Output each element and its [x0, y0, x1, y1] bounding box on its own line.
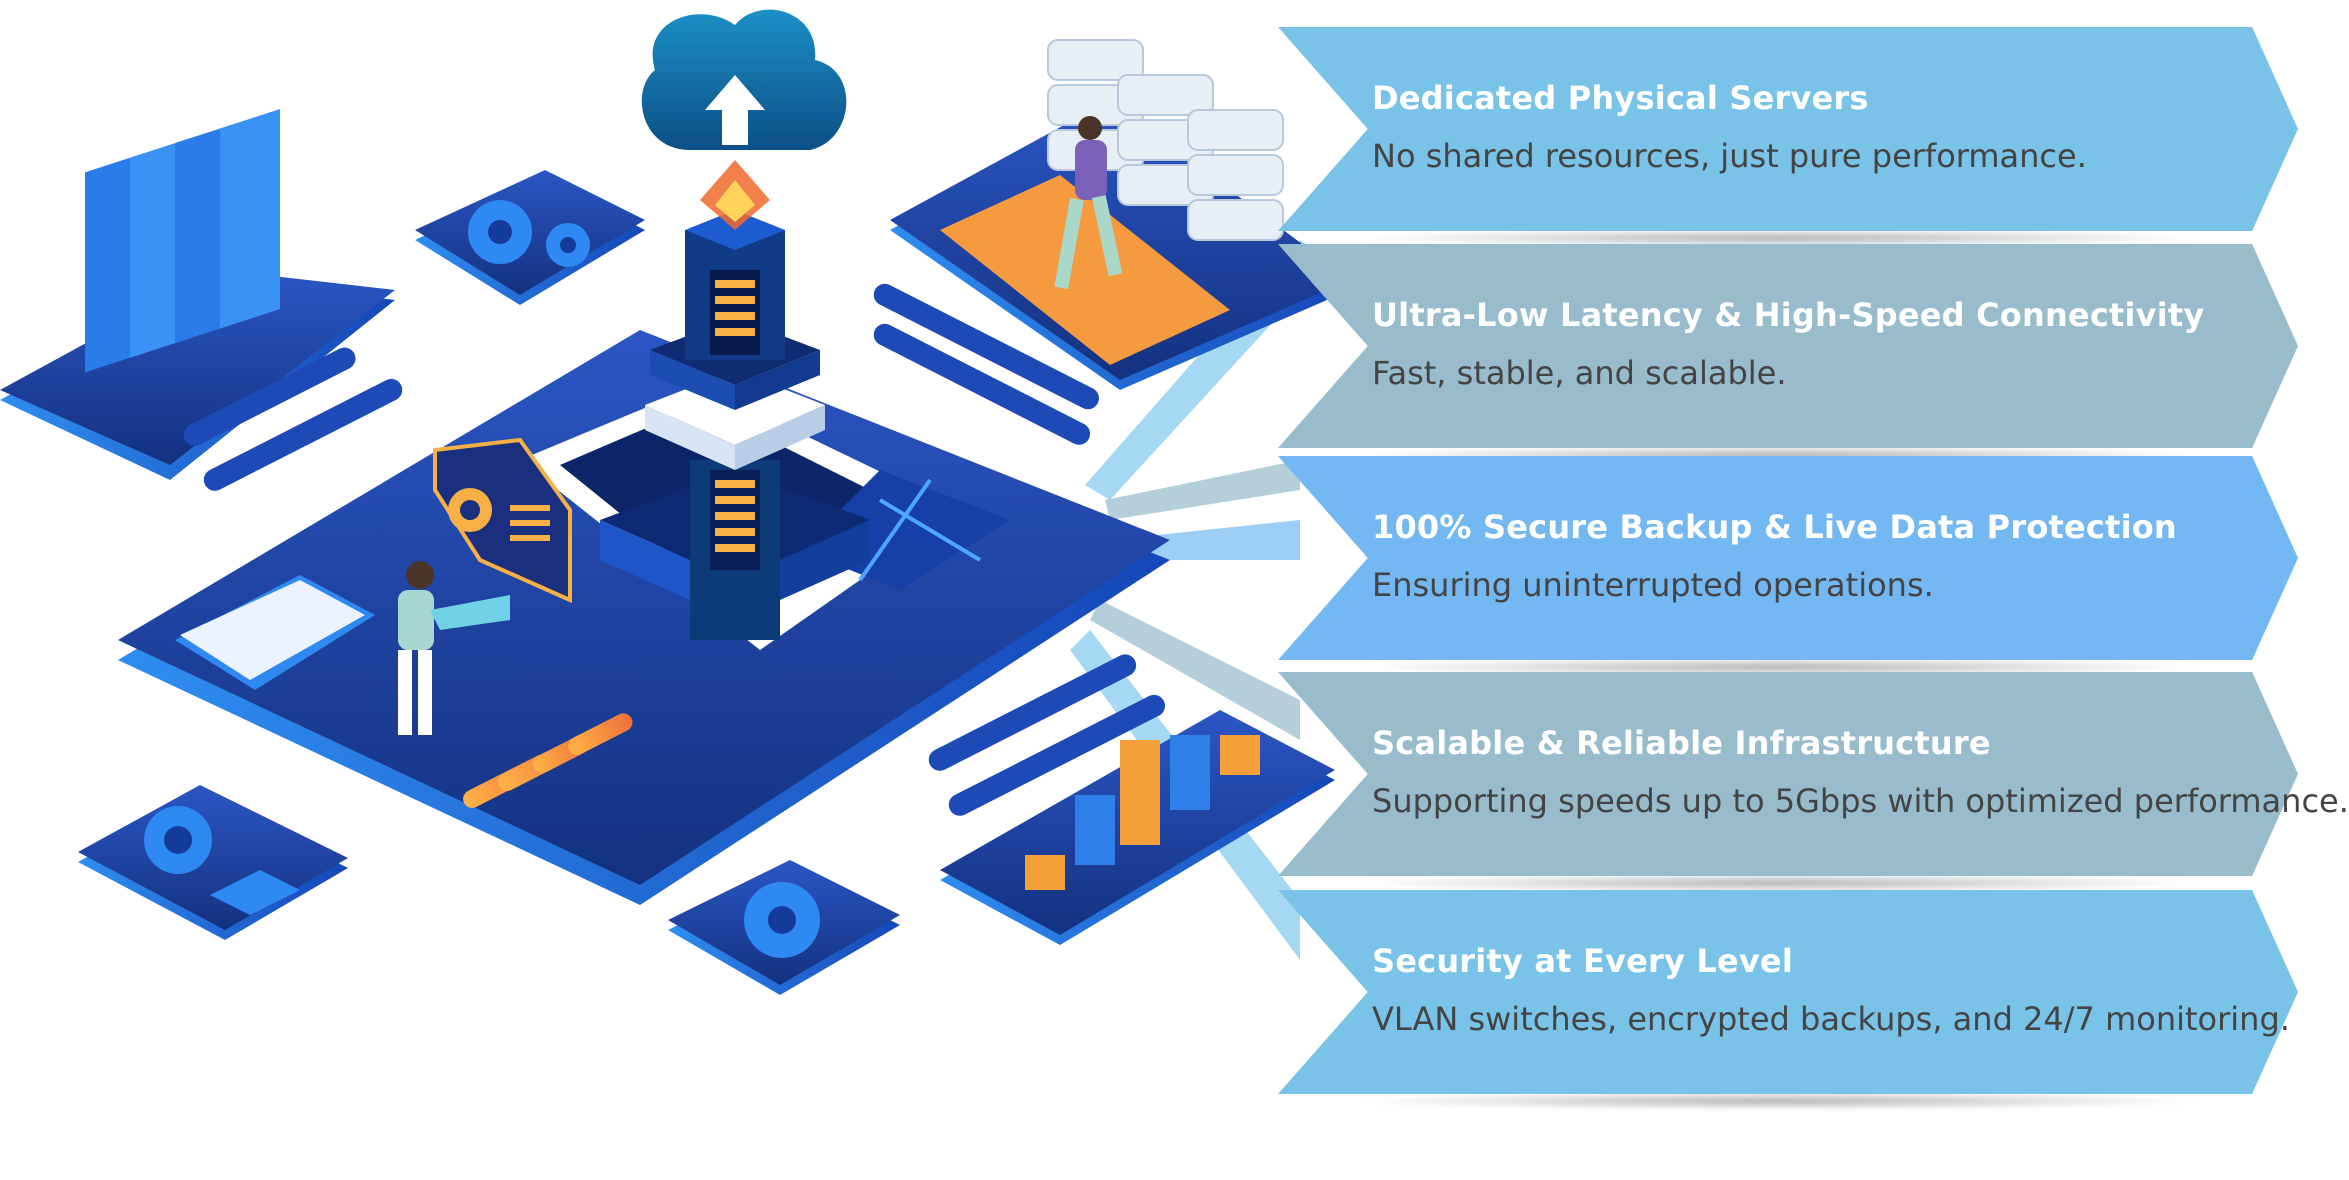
feature-panel-background: [1278, 890, 2298, 1094]
feature-panel-shadow: [1348, 1092, 2208, 1110]
feature-panel-background: [1278, 27, 2298, 231]
keyboard-icon: [940, 175, 1230, 365]
bar-chart-icon: [928, 654, 1335, 945]
feature-description: No shared resources, just pure performan…: [1372, 137, 2087, 175]
feature-title: Security at Every Level: [1372, 942, 1794, 980]
feature-description: Ensuring uninterrupted operations.: [1372, 566, 1934, 604]
feature-description: Fast, stable, and scalable.: [1372, 354, 1787, 392]
feature-panel: Dedicated Physical Servers No shared reso…: [1278, 27, 2298, 247]
feature-title: Ultra-Low Latency & High-Speed Connectiv…: [1372, 296, 2205, 334]
gears-icon: [415, 170, 645, 305]
feature-panel-shadow: [1348, 874, 2208, 892]
feature-panel-background: [1278, 244, 2298, 448]
features-list: Dedicated Physical Servers No shared reso…: [1278, 27, 2349, 1110]
document-stack-icon: [0, 109, 403, 491]
pie-chart-monitor-icon: [433, 437, 572, 604]
feature-title: Scalable & Reliable Infrastructure: [1372, 724, 1991, 762]
envelope-icon: [210, 870, 300, 915]
feature-panel-background: [1278, 456, 2298, 660]
feature-description: VLAN switches, encrypted backups, and 24…: [1372, 1000, 2290, 1038]
tablet-icon: [175, 575, 375, 690]
feature-panel-background: [1278, 672, 2298, 876]
feature-title: Dedicated Physical Servers: [1372, 79, 1869, 117]
central-server-tower: [600, 160, 870, 640]
feature-title: 100% Secure Backup & Live Data Protectio…: [1372, 508, 2177, 546]
feature-description: Supporting speeds up to 5Gbps with optim…: [1372, 782, 2349, 820]
feature-panel-shadow: [1348, 658, 2208, 676]
server-rack-icon: [873, 39, 1350, 445]
feature-panel-shadow: [1348, 229, 2208, 247]
gear-icon: [668, 860, 900, 995]
cloud-upload-icon: [641, 9, 847, 150]
feature-panel: 100% Secure Backup & Live Data Protectio…: [1278, 456, 2298, 676]
person-at-console: [398, 561, 510, 735]
feature-panel: Ultra-Low Latency & High-Speed Connectiv…: [1278, 244, 2298, 464]
isometric-datacenter-illustration: [0, 9, 1350, 995]
